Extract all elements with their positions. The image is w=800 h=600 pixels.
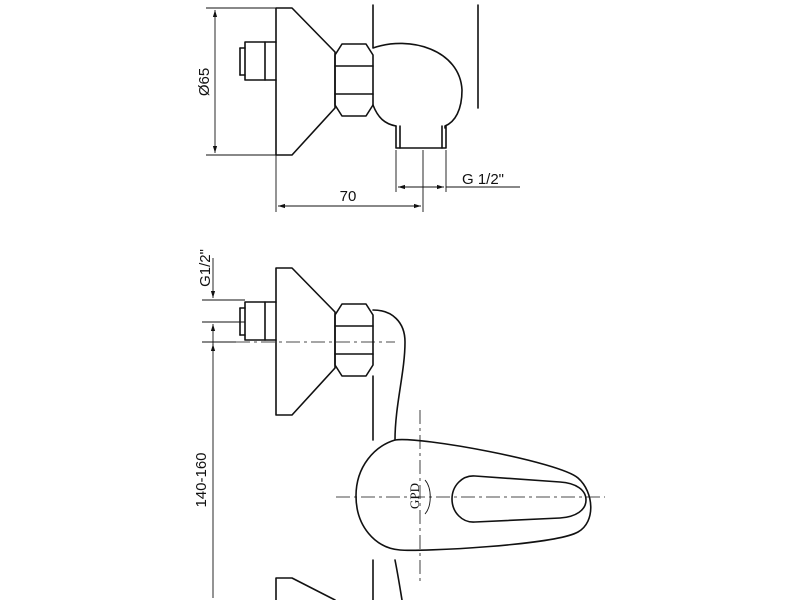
side-inlet-connector bbox=[244, 41, 277, 81]
side-view: Ø65 70 G 1/2" bbox=[196, 4, 520, 212]
brand-logo: GPD bbox=[407, 483, 422, 509]
centers-label: 140-160 bbox=[193, 452, 210, 507]
lever-slot bbox=[451, 475, 587, 523]
diameter-label: Ø65 bbox=[196, 68, 213, 96]
front-view: GPD G1/2" 140-160 bbox=[193, 249, 605, 600]
front-mixer-body bbox=[372, 309, 406, 441]
front-rosette-lower bbox=[275, 577, 336, 600]
side-hex-nut bbox=[334, 43, 374, 117]
side-rosette bbox=[275, 7, 336, 156]
front-inlet-connector bbox=[244, 301, 277, 341]
inlet-thread-label: G1/2" bbox=[197, 249, 214, 287]
side-outlet-fitting bbox=[395, 125, 447, 149]
lever-handle bbox=[355, 438, 592, 552]
depth-label: 70 bbox=[340, 188, 357, 205]
outlet-thread-label: G 1/2" bbox=[462, 171, 504, 188]
front-hex-nut bbox=[334, 303, 374, 377]
front-rosette-upper bbox=[275, 267, 336, 416]
side-mixer-body bbox=[372, 4, 463, 129]
